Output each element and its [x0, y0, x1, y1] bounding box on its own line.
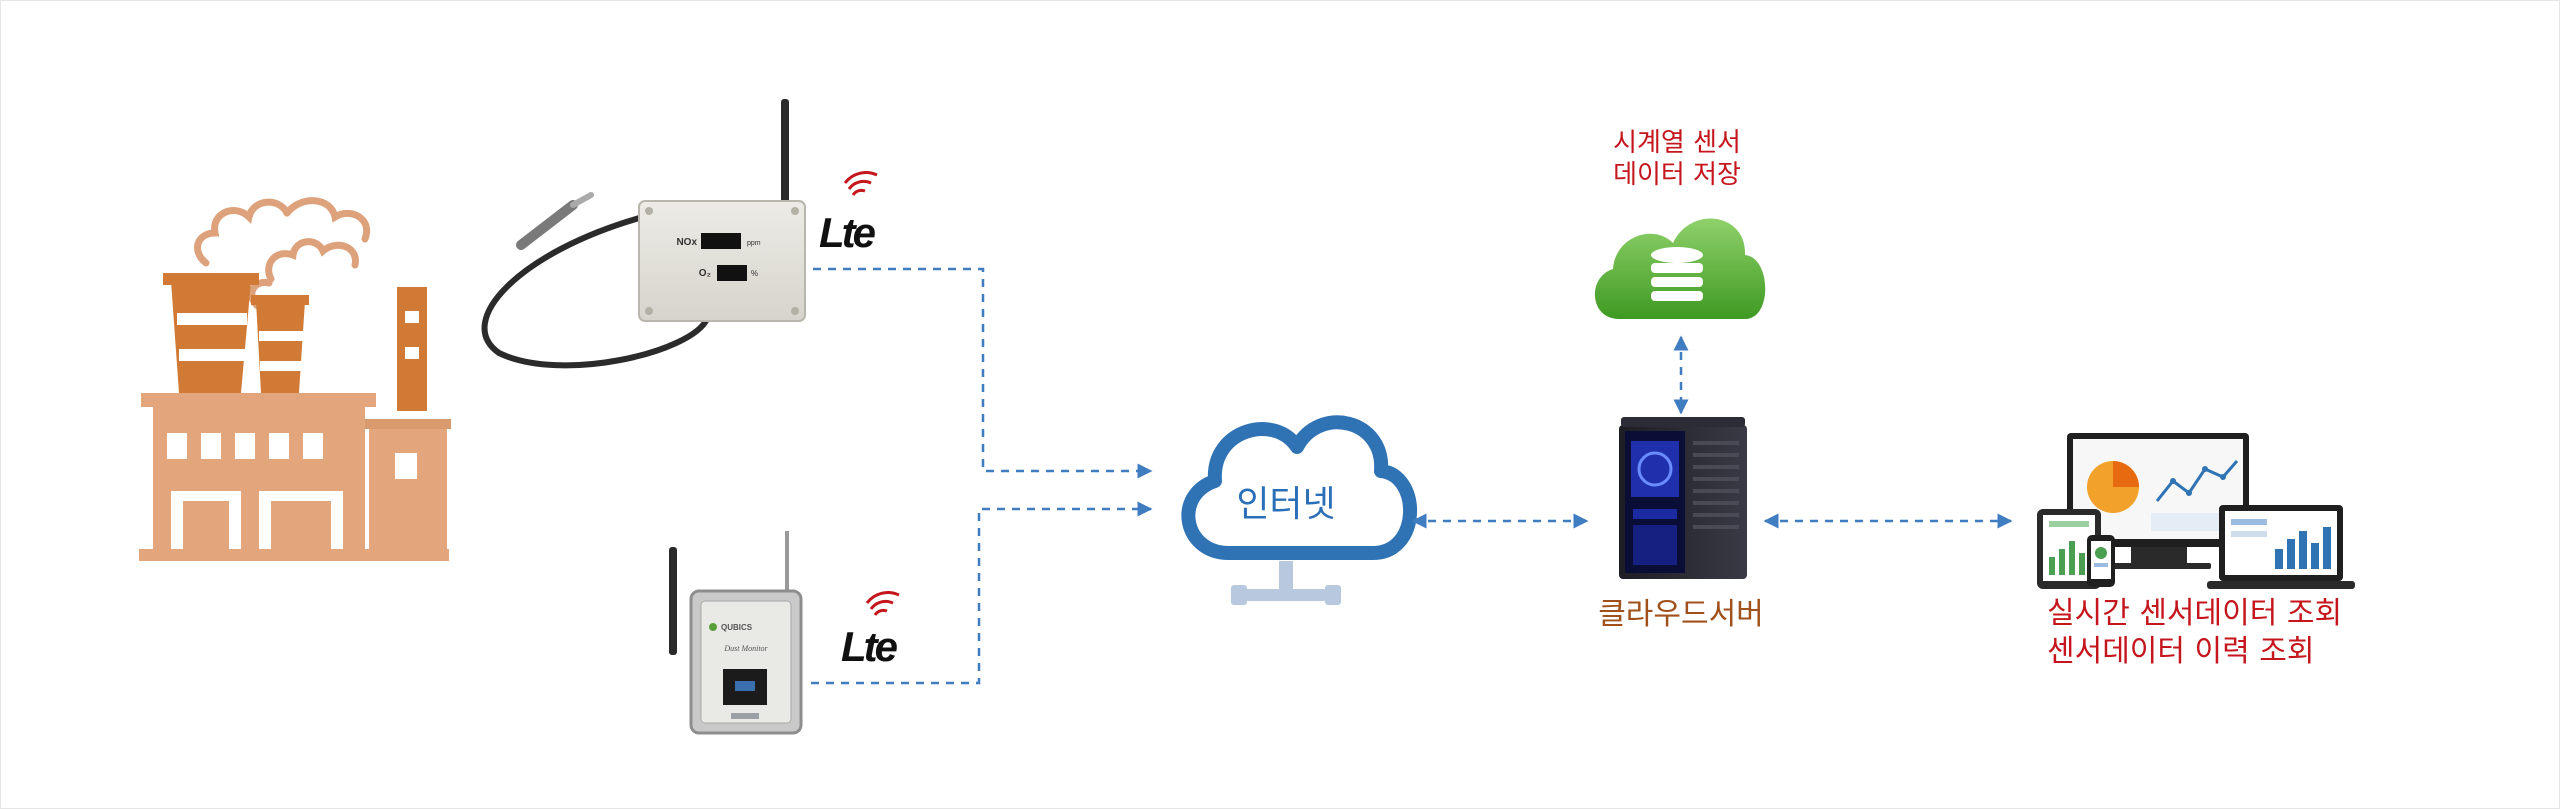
dust-monitor-device: QUBICS Dust Monitor: [669, 531, 803, 735]
lte-text: Lte: [819, 209, 876, 256]
o2-unit: %: [751, 269, 758, 278]
antenna-icon: [669, 547, 677, 655]
line-chart-icon: [2155, 460, 2239, 502]
probe-cable: [481, 214, 710, 369]
nox-label: NOx: [676, 237, 697, 248]
lte-badge-1: Lte: [819, 171, 879, 256]
factory-ground: [139, 549, 449, 561]
dashboard-label: 실시간 센서데이터 조회 센서데이터 이력 조회: [2047, 595, 2367, 671]
connectors: [811, 267, 2013, 685]
timeseries-storage-line1: 시계열 센서: [1613, 128, 1741, 158]
wireless-signal-icon: [865, 591, 900, 616]
factory-annex: [369, 421, 447, 549]
bar-chart-icon: [2275, 527, 2331, 569]
server-tower-icon: [1619, 417, 1747, 579]
analyzer-box: [638, 200, 806, 322]
dashboard-line2: 센서데이터 이력 조회: [2047, 634, 2315, 669]
cloud-server-label: 클라우드서버: [1598, 597, 1764, 632]
connector-device1-to-internet: [813, 267, 1153, 479]
dashboard-line1: 실시간 센서데이터 조회: [2047, 596, 2343, 631]
dashboard-devices-icon: [2037, 433, 2355, 589]
antenna-icon: [781, 99, 789, 203]
nox-o2-sensor-device: NOx ppm O₂ %: [481, 99, 806, 369]
wireless-signal-icon: [843, 171, 878, 196]
database-cloud-icon: [1594, 218, 1766, 319]
nox-unit: ppm: [747, 240, 761, 247]
network-pipe-icon: [1237, 589, 1335, 601]
o2-display: [717, 265, 747, 281]
connector-device2-to-internet: [811, 501, 1153, 685]
database-icon: [1651, 247, 1703, 301]
probe-icon: [516, 200, 578, 250]
o2-label: O₂: [699, 268, 711, 279]
internet-label: 인터넷: [1236, 484, 1336, 525]
device-model: Dust Monitor: [723, 644, 768, 653]
lte-badge-2: Lte: [841, 591, 901, 670]
internet-cloud-icon: [1181, 415, 1418, 605]
factory-icon: [139, 197, 451, 561]
lte-text: Lte: [841, 623, 898, 670]
timeseries-storage-label: 시계열 센서 데이터 저장: [1547, 127, 1807, 191]
chimney-icon: [163, 273, 427, 411]
device-brand: QUBICS: [721, 623, 753, 632]
timeseries-storage-line2: 데이터 저장: [1613, 160, 1741, 190]
nox-display: [701, 233, 741, 249]
